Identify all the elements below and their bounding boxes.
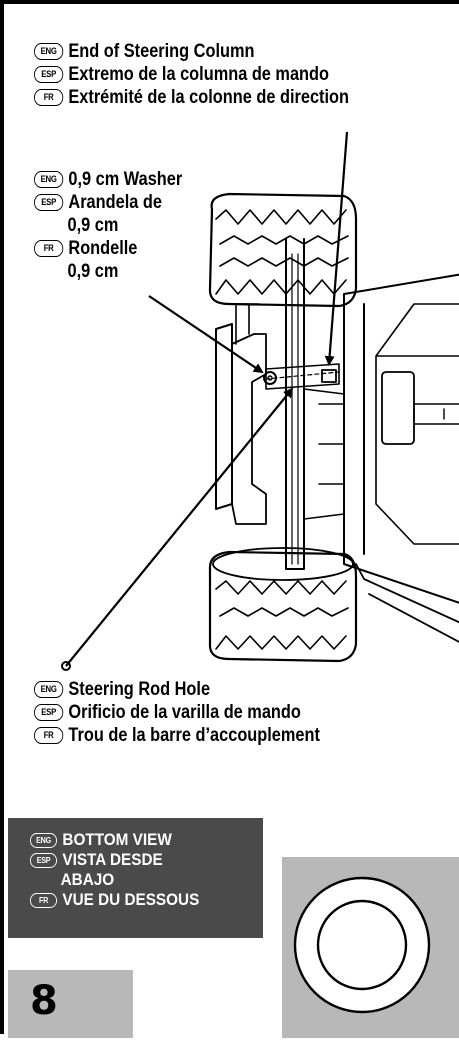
eng-badge-icon: ENG — [30, 832, 57, 848]
chassis-outline — [343, 273, 459, 604]
steering-column-eng-text: End of Steering Column — [68, 41, 255, 62]
column-end — [321, 369, 337, 383]
callout-line-esp: ESP Orificio de la varilla de mando — [34, 701, 320, 724]
eng-badge-icon: ENG — [34, 171, 64, 188]
washer-fr-text-2: 0,9 cm — [67, 261, 119, 282]
view-eng-text: BOTTOM VIEW — [62, 830, 172, 849]
battery-bracket — [303, 388, 345, 520]
callout-line-esp: ESP Extremo de la columna de mando — [34, 63, 349, 86]
view-line-esp: ESP VISTA DESDE — [30, 850, 199, 870]
page-number: 8 — [30, 978, 58, 1024]
steering-column-arrow — [324, 131, 349, 366]
eng-badge-icon: ENG — [34, 43, 64, 60]
steering-rod — [265, 371, 340, 380]
view-line-fr: FR VUE DU DESSOUS — [30, 890, 199, 910]
bottom-view-label-box: ENG BOTTOM VIEW ESP VISTA DESDE ABAJO FR… — [8, 818, 263, 938]
view-line-esp-cont: ABAJO — [30, 870, 199, 890]
view-esp-text-2: ABAJO — [60, 870, 115, 889]
callout-line-esp: ESP Arandela de — [34, 191, 182, 214]
vehicle-bottom-view-diagram — [61, 131, 459, 671]
fr-badge-icon: FR — [34, 89, 64, 106]
wheel-symbol-box — [282, 857, 459, 1038]
esp-badge-icon: ESP — [34, 66, 64, 83]
side-frame — [231, 333, 267, 525]
view-line-eng: ENG BOTTOM VIEW — [30, 830, 199, 850]
view-label-lines: ENG BOTTOM VIEW ESP VISTA DESDE ABAJO FR… — [30, 830, 218, 910]
steering-rod-hole-callout: ENG Steering Rod Hole ESP Orificio de la… — [34, 678, 366, 747]
callout-line-fr: FR Trou de la barre d’accouplement — [34, 724, 320, 747]
body-detail — [413, 403, 459, 425]
callout-line-eng: ENG End of Steering Column — [34, 40, 349, 63]
body-panel — [375, 303, 459, 545]
esp-badge-icon: ESP — [30, 852, 57, 868]
fr-badge-icon: FR — [34, 727, 64, 744]
body-window — [381, 371, 415, 445]
steering-rod-hole-arrow — [65, 387, 294, 667]
steering-column-fr-text: Extrémité de la colonne de direction — [68, 87, 349, 108]
top-tire — [208, 192, 358, 308]
view-fr-text: VUE DU DESSOUS — [62, 890, 200, 909]
steering-rod-hole-dot — [61, 661, 71, 671]
steering-rod-hole-esp-text: Orificio de la varilla de mando — [68, 702, 301, 723]
callout-line-esp-cont: 0,9 cm — [34, 214, 182, 237]
steering-column-callout: ENG End of Steering Column ESP Extremo d… — [34, 40, 400, 109]
front-bumper — [215, 323, 233, 510]
rear-frame — [355, 563, 459, 643]
washer-esp-text-1: Arandela de — [68, 192, 162, 213]
top-tire-tread — [215, 209, 349, 295]
callout-line-fr: FR Extrémité de la colonne de direction — [34, 86, 349, 109]
bottom-tire — [208, 550, 358, 663]
fr-badge-icon: FR — [30, 892, 57, 908]
callout-line-eng: ENG 0,9 cm Washer — [34, 168, 182, 191]
washer-hole — [267, 375, 273, 381]
eng-badge-icon: ENG — [34, 681, 64, 698]
bottom-wheel-hub — [212, 547, 354, 581]
view-esp-text-1: VISTA DESDE — [62, 850, 163, 869]
callout-line-eng: ENG Steering Rod Hole — [34, 678, 320, 701]
washer-callout: ENG 0,9 cm Washer ESP Arandela de 0,9 cm… — [34, 168, 206, 283]
washer-eng-text: 0,9 cm Washer — [68, 169, 183, 190]
fr-badge-icon: FR — [34, 240, 64, 257]
callout-line-fr-cont: 0,9 cm — [34, 260, 182, 283]
washer-fr-text-1: Rondelle — [68, 238, 138, 259]
steering-column-esp-text: Extremo de la columna de mando — [68, 64, 330, 85]
steering-column-inner — [291, 253, 299, 565]
callout-line-fr: FR Rondelle — [34, 237, 182, 260]
steering-rod-hole-fr-text: Trou de la barre d’accouplement — [68, 725, 320, 746]
washer-arrow — [148, 295, 264, 374]
page-number-box: 8 — [8, 970, 133, 1038]
frame-rail — [235, 303, 260, 345]
bottom-tire-tread — [215, 580, 349, 650]
washer-esp-text-2: 0,9 cm — [67, 215, 119, 236]
washer-shape — [263, 371, 277, 385]
esp-badge-icon: ESP — [34, 194, 64, 211]
axle-housing — [265, 363, 340, 390]
wheel-ring-icon — [293, 876, 431, 1014]
steering-rod-hole-eng-text: Steering Rod Hole — [68, 679, 211, 700]
esp-badge-icon: ESP — [34, 704, 64, 721]
steering-column — [285, 238, 305, 570]
